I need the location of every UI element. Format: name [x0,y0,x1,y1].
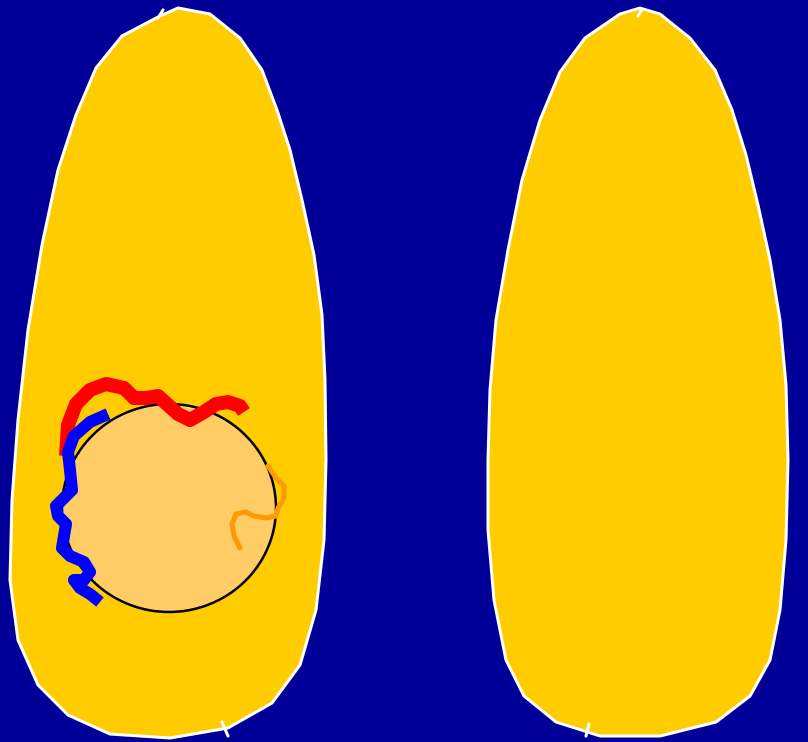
embryo-circle [62,404,276,612]
